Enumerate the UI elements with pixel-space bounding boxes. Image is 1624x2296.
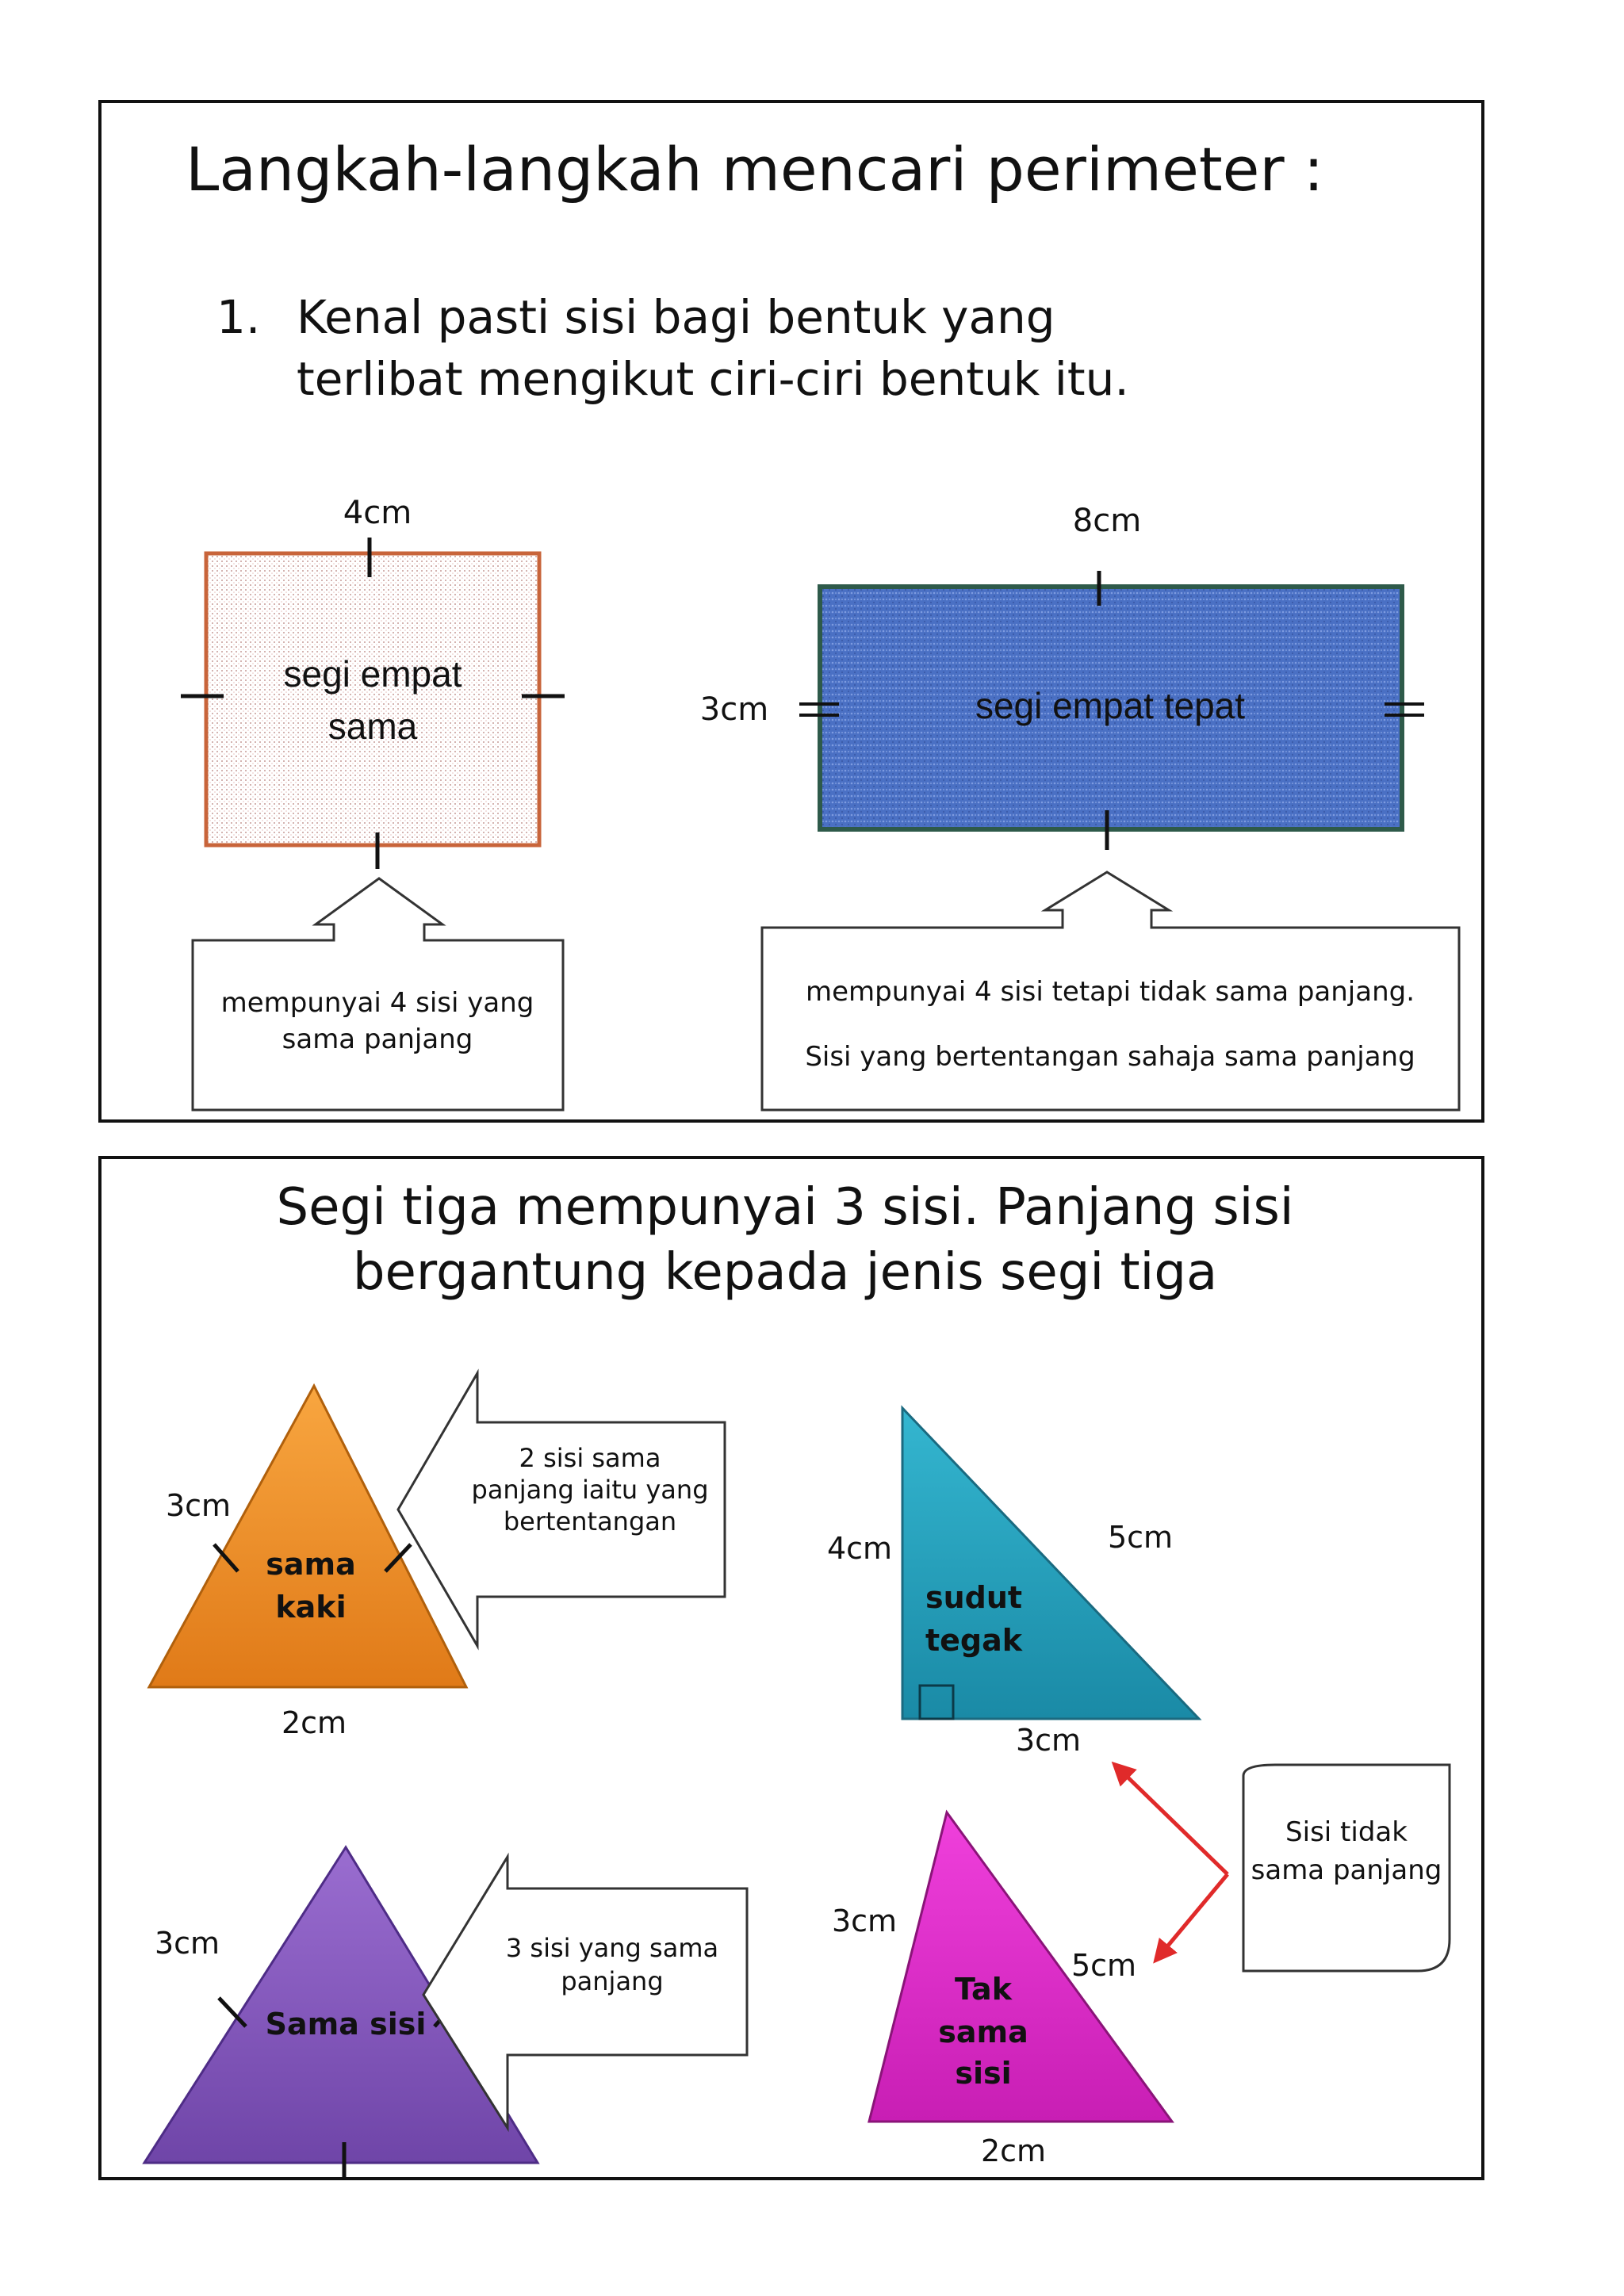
square-name-line2: sama — [328, 706, 418, 747]
scalene-name-line2: sama — [938, 2015, 1028, 2049]
rect-note-line1: mempunyai 4 sisi tetapi tidak sama panja… — [806, 976, 1415, 1008]
right-name-line2: tegak — [925, 1623, 1023, 1658]
perimeter-steps-diagram: Langkah-langkah mencari perimeter : 1. K… — [181, 134, 1461, 1112]
square-note-line2: sama panjang — [282, 1024, 473, 1055]
right-base-label: 3cm — [1016, 1723, 1081, 1758]
iso-base-label: 2cm — [282, 1705, 347, 1740]
triangle-title-line2: bergantung kepada jenis segi tiga — [353, 1243, 1217, 1302]
unequal-sides-red-arrow — [1111, 1761, 1229, 1964]
equi-note-arrow — [422, 1852, 749, 2133]
scalene-left-label: 3cm — [832, 1904, 897, 1938]
scalene-base-label: 2cm — [981, 2133, 1046, 2168]
step-text-line1: Kenal pasti sisi bagi bentuk yang — [297, 290, 1055, 344]
square-shape — [181, 538, 565, 869]
square-name-line1: segi empat — [283, 653, 462, 695]
triangle-types-diagram: Segi tiga mempunyai 3 sisi. Panjang sisi… — [142, 1178, 1451, 2177]
rect-name: segi empat tepat — [975, 685, 1245, 726]
triangle-title-line1: Segi tiga mempunyai 3 sisi. Panjang sisi — [276, 1178, 1293, 1237]
rect-note-callout — [760, 871, 1461, 1112]
right-hyp-label: 5cm — [1108, 1520, 1173, 1555]
equi-side-label: 3cm — [155, 1926, 220, 1961]
iso-note-line1: 2 sisi sama — [519, 1443, 661, 1473]
iso-name-line1: sama — [266, 1547, 356, 1582]
right-angle-triangle — [901, 1405, 1202, 1720]
iso-note-line2: panjang iaitu yang — [472, 1475, 709, 1505]
perimeter-steps-panel: Langkah-langkah mencari perimeter : 1. K… — [98, 100, 1484, 1123]
rect-height-label: 3cm — [700, 691, 768, 728]
equi-name: Sama sisi — [266, 2007, 427, 2042]
unequal-note-line1: Sisi tidak — [1285, 1816, 1408, 1848]
square-side-label: 4cm — [343, 495, 412, 531]
iso-note-arrow — [396, 1368, 726, 1651]
isosceles-triangle — [147, 1383, 469, 1689]
unequal-note-line2: sama panjang — [1251, 1854, 1442, 1886]
iso-tick-right — [384, 1543, 412, 1573]
step-number: 1. — [216, 290, 260, 344]
right-angle-marker — [918, 1684, 955, 1720]
page-title: Langkah-langkah mencari perimeter : — [186, 134, 1323, 205]
equi-tick-left — [217, 1996, 247, 2028]
scalene-triangle — [868, 1809, 1174, 2123]
unequal-sides-note-box — [1242, 1763, 1451, 1973]
square-note-line1: mempunyai 4 sisi yang — [221, 987, 534, 1019]
right-name-line1: sudut — [925, 1580, 1022, 1615]
equi-note-line1: 3 sisi yang sama — [506, 1933, 718, 1963]
scalene-name-line1: Tak — [955, 1972, 1013, 2007]
iso-tick-left — [213, 1543, 239, 1573]
iso-side-label: 3cm — [166, 1488, 231, 1523]
rect-note-line2: Sisi yang bertentangan sahaja sama panja… — [805, 1041, 1415, 1073]
triangle-types-panel: Segi tiga mempunyai 3 sisi. Panjang sisi… — [98, 1156, 1484, 2180]
rectangle-shape — [799, 571, 1424, 850]
rect-width-label: 8cm — [1073, 503, 1141, 539]
step-text-line2: terlibat mengikut ciri-ciri bentuk itu. — [297, 352, 1129, 406]
scalene-right-label: 5cm — [1071, 1948, 1136, 1983]
right-height-label: 4cm — [827, 1531, 892, 1566]
equi-note-line2: panjang — [561, 1966, 663, 1996]
scalene-name-line3: sisi — [955, 2056, 1011, 2091]
square-note-callout — [191, 877, 565, 1112]
iso-name-line2: kaki — [275, 1590, 346, 1624]
iso-note-line3: bertentangan — [504, 1506, 676, 1536]
